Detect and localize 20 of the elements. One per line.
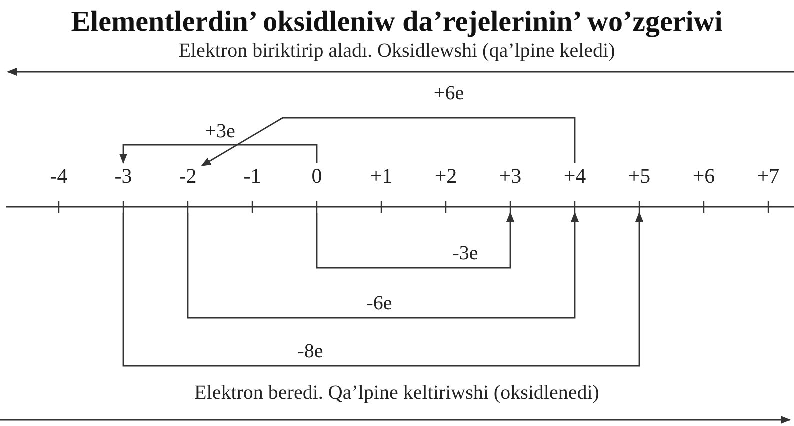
oxidation-state-label: +7 <box>748 163 788 213</box>
oxidation-state-label: -1 <box>232 163 272 213</box>
transition-arrow <box>187 212 579 319</box>
transition-arrow <box>122 212 644 367</box>
oxidation-state-label: +4 <box>555 163 595 213</box>
oxidation-state-label: -4 <box>39 163 79 213</box>
oxidation-state-label: -3 <box>104 163 144 213</box>
oxidation-state-label: +5 <box>620 163 660 213</box>
oxidation-state-label: +1 <box>362 163 402 213</box>
transition-arrow <box>120 144 318 164</box>
direction-caption: Elektron biriktirip aladı. Oksidlewshi (qa’lpine keledi) <box>178 40 616 63</box>
transition-arrow <box>316 212 514 269</box>
direction-caption: Elektron beredi. Qa’lpine keltiriwshi (oksidlenedi) <box>194 382 600 405</box>
transition-arrow <box>201 117 576 167</box>
oxidation-state-label: 0 <box>297 163 337 213</box>
oxidation-state-label: +3 <box>490 163 530 213</box>
diagram-title: Elementlerdin’ oksidleniw da’rejelerinin’ wo’zgeriwi <box>70 6 724 39</box>
oxidation-state-label: +6 <box>684 163 724 213</box>
oxidation-state-label: +2 <box>426 163 466 213</box>
oxidation-state-label: -2 <box>168 163 208 213</box>
